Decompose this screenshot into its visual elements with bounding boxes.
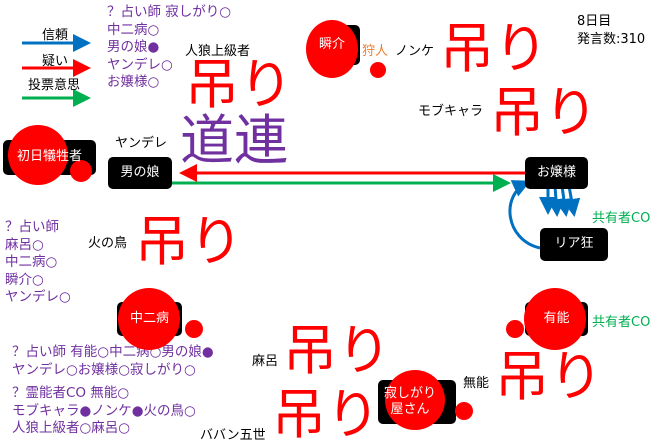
player-box-yuunou[interactable]: 有能 bbox=[543, 310, 570, 326]
seer-claim-list-1: ？占い師 寂しがり○ 中二病○ 男の娘● ヤンデレ○ お嬢様○ bbox=[107, 4, 231, 92]
blood-splat bbox=[524, 288, 586, 350]
list-item: ？占い師 寂しがり○ bbox=[107, 4, 232, 20]
message-count: 発言数:310 bbox=[577, 32, 646, 47]
list-item: ？占い師 bbox=[5, 219, 59, 235]
legend-vote-label: 投票意思 bbox=[28, 78, 81, 93]
hang-mark: 吊り bbox=[283, 319, 391, 382]
player-box-ojousama[interactable]: お嬢様 bbox=[525, 157, 588, 189]
legend-doubt-label: 疑い bbox=[42, 54, 69, 69]
hang-mark: 吊り bbox=[440, 17, 548, 80]
player-box-riakyou[interactable]: リア狂 bbox=[540, 228, 608, 261]
blood-splat bbox=[8, 125, 68, 185]
player-box-chuunibyou[interactable]: 中二病 bbox=[129, 310, 169, 326]
seer-claim-list-2: ？占い師 麻呂○ 中二病○ 瞬介○ ヤンデレ○ bbox=[5, 219, 71, 307]
list-item: 男の娘● bbox=[107, 39, 160, 55]
hang-mark: 吊り bbox=[490, 81, 598, 144]
hang-mark: 吊り bbox=[495, 345, 603, 408]
player-box-sabishigari[interactable]: 寂しがり屋さん bbox=[383, 385, 436, 417]
list-item: ？占い師 有能○中二病○男の娘● bbox=[12, 344, 214, 360]
player-box-otokonoko[interactable]: 男の娘 bbox=[108, 157, 172, 189]
hunter-label: 狩人 bbox=[362, 44, 389, 59]
hang-mark: 吊り bbox=[272, 383, 380, 443]
blood-splat bbox=[306, 20, 358, 78]
list-item: ヤンデレ○ bbox=[107, 56, 173, 73]
trust-arrows-riakyou-ojousama bbox=[508, 180, 581, 250]
list-item: ヤンデレ○ bbox=[5, 289, 71, 305]
michizure-mark: 道連 bbox=[180, 109, 288, 172]
blood-splat bbox=[185, 320, 203, 338]
player-jinrou: 人狼上級者 bbox=[185, 44, 251, 59]
list-item: 中二病○ bbox=[5, 254, 58, 270]
player-maro: 麻呂 bbox=[252, 354, 279, 369]
shared-co-label: 共有者CO bbox=[592, 211, 651, 226]
blood-splat bbox=[370, 62, 386, 78]
hang-mark: 吊り bbox=[135, 210, 243, 273]
seer-claim-list-3: ？占い師 有能○中二病○男の娘● ヤンデレ○お嬢様○寂しがり○ bbox=[12, 344, 214, 379]
list-item: 中二病○ bbox=[107, 21, 160, 38]
player-box-first-victim[interactable]: 初日犠牲者 bbox=[16, 149, 82, 165]
status-panel: 8日目 発言数:310 bbox=[577, 13, 645, 49]
day-label: 8日目 bbox=[577, 14, 612, 29]
shared-co-label: 共有者CO bbox=[592, 315, 651, 330]
blood-splat bbox=[385, 370, 445, 430]
player-hinotori: 火の鳥 bbox=[88, 236, 128, 251]
blood-splat bbox=[455, 402, 473, 420]
legend-trust-label: 信頼 bbox=[42, 28, 69, 43]
player-munou: 無能 bbox=[463, 376, 490, 391]
hang-mark: 吊り bbox=[185, 53, 293, 116]
medium-claim-list: ？霊能者CO 無能○ モブキャラ●ノンケ●火の鳥○ 人狼上級者○麻呂○ bbox=[12, 385, 196, 438]
blood-splat bbox=[118, 288, 180, 350]
player-box-shunsuke[interactable]: 瞬介 bbox=[318, 36, 345, 52]
blood-splat bbox=[70, 160, 92, 182]
player-baban: ババン五世 bbox=[200, 428, 266, 443]
list-item: 麻呂○ bbox=[5, 236, 44, 253]
list-item: お嬢様○ bbox=[107, 74, 160, 90]
list-item: ヤンデレ○お嬢様○寂しがり○ bbox=[12, 361, 196, 378]
player-mobu: モブキャラ bbox=[418, 104, 484, 119]
list-item: 人狼上級者○麻呂○ bbox=[12, 420, 131, 436]
list-item: 瞬介○ bbox=[5, 271, 44, 288]
player-yandere: ヤンデレ bbox=[115, 136, 168, 151]
list-item: ？霊能者CO 無能○ bbox=[12, 385, 130, 401]
blood-splat bbox=[506, 320, 524, 338]
list-item: モブキャラ●ノンケ●火の鳥○ bbox=[12, 402, 196, 419]
player-nonke: ノンケ bbox=[395, 44, 435, 59]
